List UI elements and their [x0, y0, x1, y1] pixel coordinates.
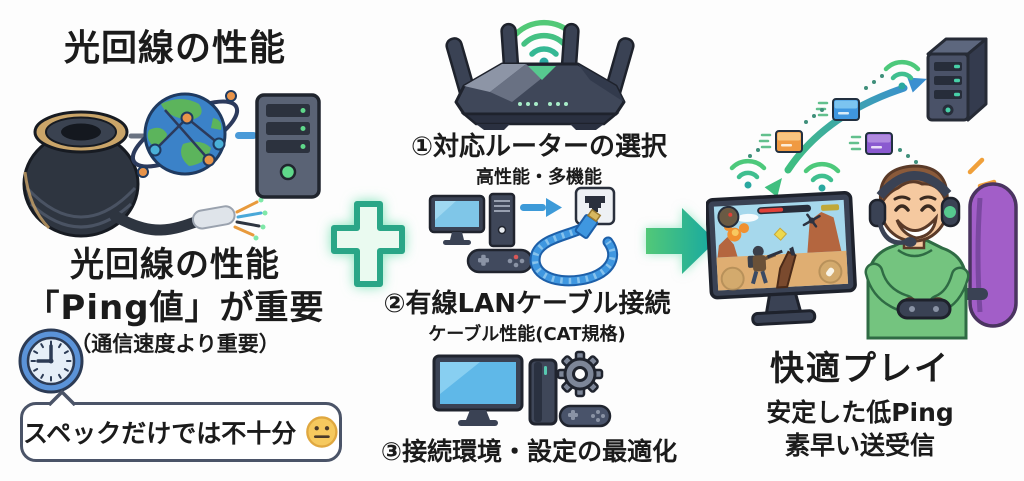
mic-tip [903, 237, 917, 247]
data-packet-orange [758, 130, 803, 153]
gamepad-icon [558, 404, 612, 428]
transfer-arrow-curve [784, 84, 908, 174]
result-title: 快適プレイ [770, 349, 950, 389]
result-text: 快適プレイ 安定した低Ping 素早い送受信 [720, 348, 1000, 461]
settings-devices-illustration [432, 350, 612, 428]
data-packet-purple [848, 132, 893, 155]
server-icon [255, 93, 321, 199]
arrow-down-left-head [764, 178, 782, 197]
arrow-up-right-head [907, 77, 927, 93]
neutral-face-icon [306, 416, 338, 448]
left-title: 光回線の性能 [63, 28, 286, 69]
step2-label: ②有線LANケーブル接続 [383, 289, 671, 319]
big-arrow-right-icon [646, 208, 716, 274]
step3-label: ③接続環境・設定の最適化 [380, 437, 678, 466]
left-heading-line1: 光回線の性能 [70, 245, 280, 285]
router-illustration [445, 19, 635, 130]
lan-cable-icon [529, 208, 619, 287]
left-heading: 光回線の性能 「Ping値」が重要 （通信速度より重要） [10, 244, 340, 357]
bubble-text: スペックだけでは不十分 [23, 419, 297, 448]
pc-lan-cable-illustration [428, 186, 619, 287]
globe-network-icon [130, 90, 240, 178]
arms-and-controller [864, 262, 970, 320]
mic-arm [877, 223, 907, 245]
game-character [747, 245, 783, 285]
gamer-illustration [864, 157, 1018, 340]
dotted-trails [748, 74, 918, 164]
speech-bubble: スペックだけでは不十分 [20, 390, 342, 462]
data-packet-blue [815, 98, 860, 121]
eyebrows [893, 195, 937, 201]
step2-text: ②有線LANケーブル接続 ケーブル性能(CAT規格) [377, 288, 677, 346]
gear-icon [556, 350, 604, 398]
clock-icon [18, 328, 84, 394]
plus-icon [331, 201, 405, 287]
controller-icon [896, 298, 952, 320]
headset-icon [868, 171, 961, 247]
step1-sublabel: 高性能・多機能 [476, 166, 602, 188]
result-line1: 安定した低Ping [766, 397, 954, 427]
fiber-globe-server-illustration [22, 90, 321, 241]
step1-text: ①対応ルーターの選択 高性能・多機能 [389, 131, 689, 189]
result-line2: 素早い送受信 [784, 430, 935, 460]
smile [895, 213, 939, 240]
router-icon [445, 22, 635, 130]
server-icon [926, 37, 988, 122]
step1-label: ①対応ルーターの選択 [410, 132, 667, 162]
monitor-icon [432, 354, 524, 426]
closed-eyes [894, 204, 936, 212]
wifi-icon [729, 158, 767, 189]
fiber-coil-icon [22, 110, 268, 241]
game-screen [713, 199, 849, 291]
step3-text: ③接続環境・設定の最適化 [374, 436, 684, 467]
wifi-icon [513, 19, 575, 67]
wifi-icon [803, 161, 841, 192]
step2-sublabel: ケーブル性能(CAT規格) [428, 323, 626, 345]
pc-tower-icon [488, 192, 516, 248]
game-monitor-illustration [706, 191, 857, 326]
game-console-icon [528, 358, 558, 426]
left-heading-line2: 「Ping値」が重要 [25, 287, 325, 328]
speech-bubble-tail [47, 390, 77, 406]
network-transfer-illustration [729, 37, 988, 197]
arrow-right-icon [520, 198, 562, 217]
wifi-icon [883, 59, 921, 90]
monitor-icon [428, 194, 486, 245]
left-subnote: （通信速度より重要） [70, 332, 280, 356]
gamepad-icon [466, 248, 534, 274]
